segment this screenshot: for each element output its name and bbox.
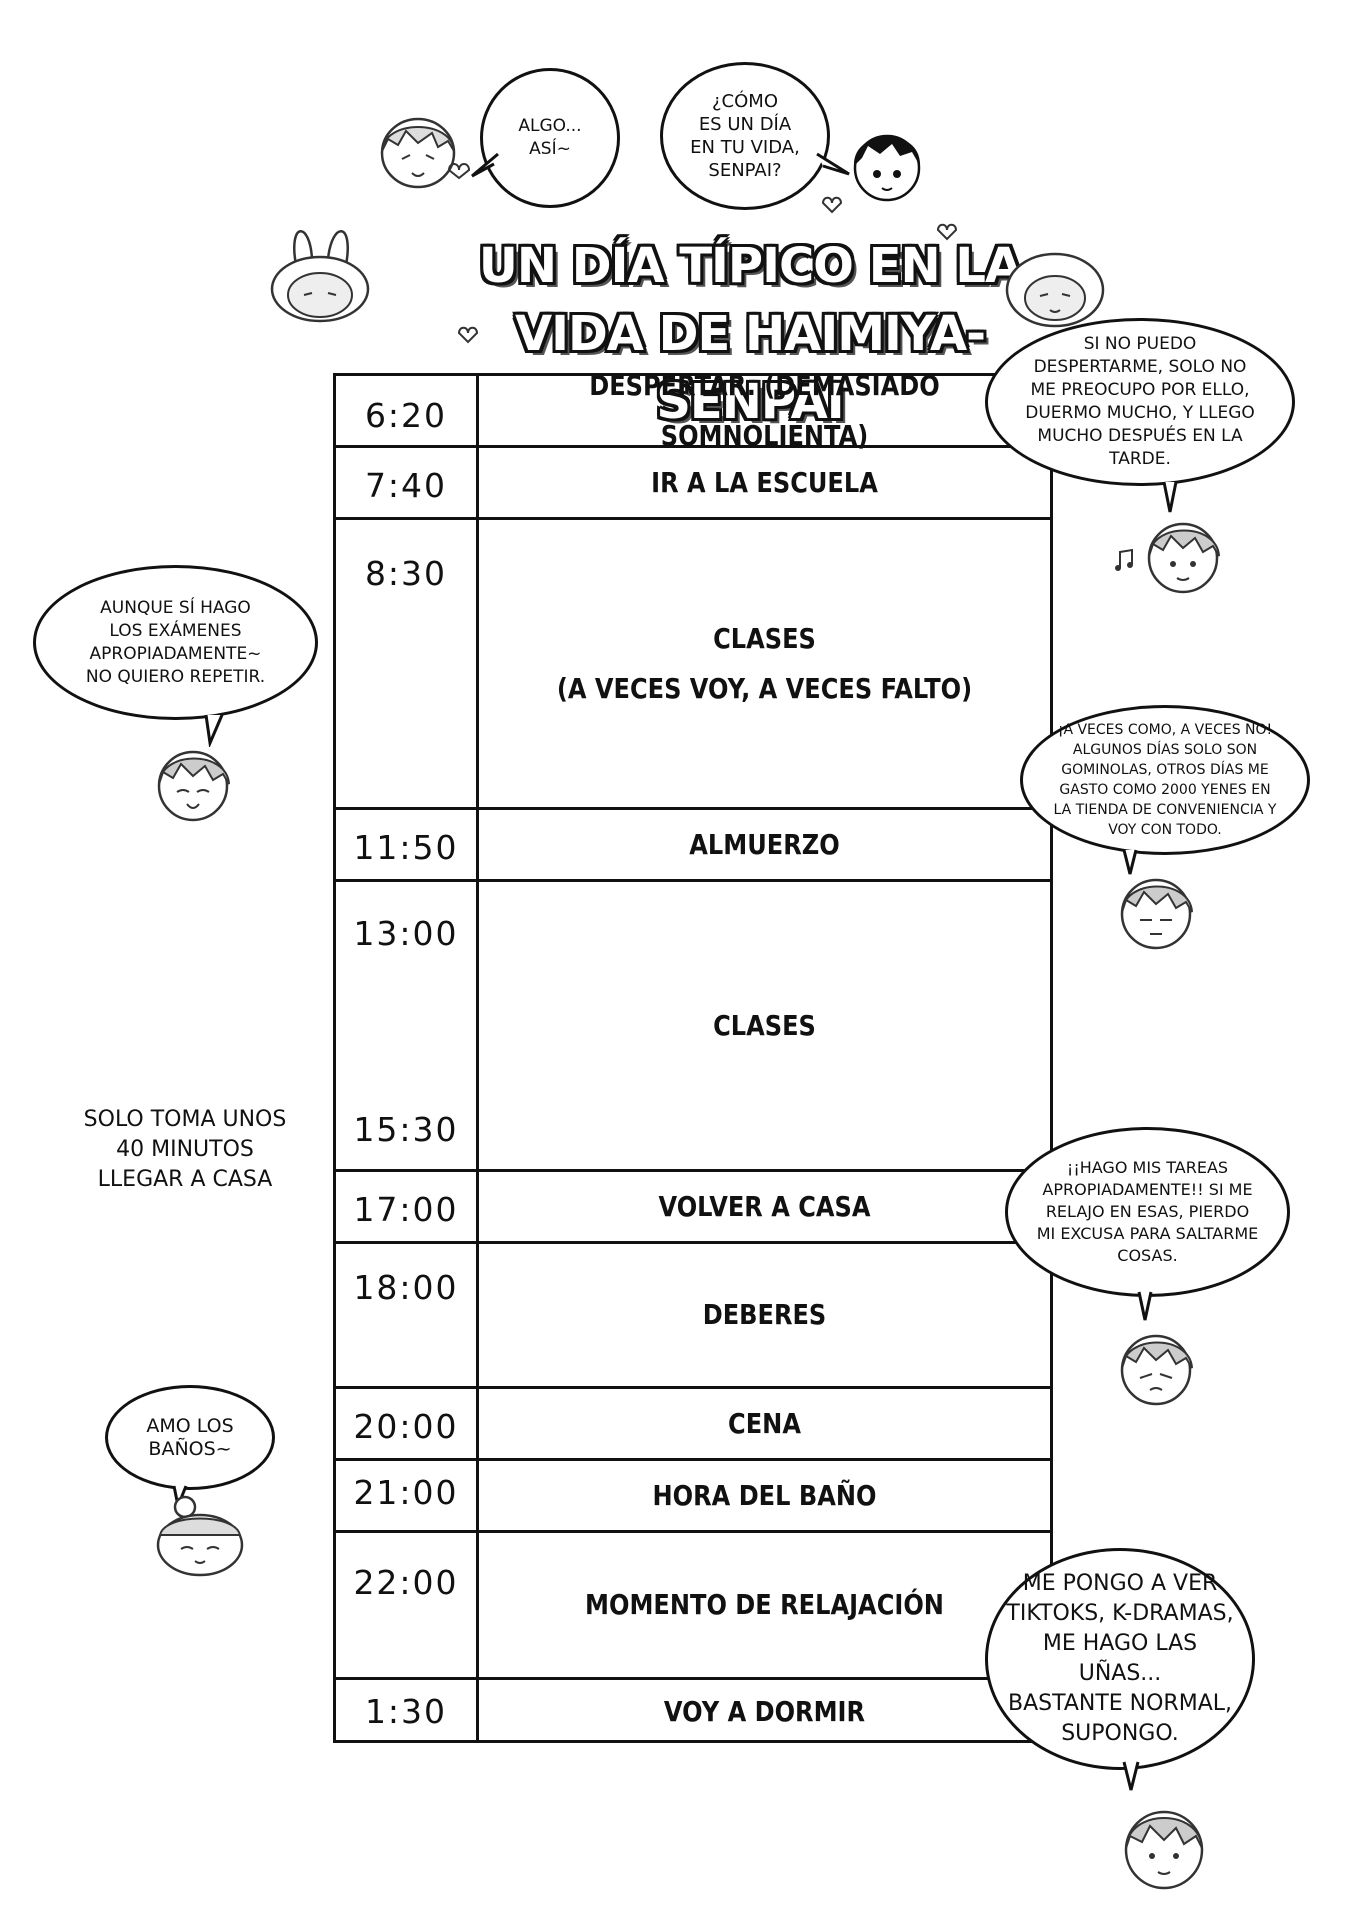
row-activity: HORA DEL BAÑO	[652, 1478, 877, 1512]
bath-towel-face-icon	[156, 1495, 244, 1577]
chibi-girl-face-icon	[380, 117, 456, 189]
chibi-girl-face-icon	[1120, 878, 1193, 950]
schedule-row: 6:20 DESPERTAR. (DEMASIADO SOMNOLIENTA)	[336, 368, 1050, 452]
row-time: 21:00	[353, 1473, 459, 1512]
bubble-tail	[1122, 849, 1138, 875]
chibi-boy-face-icon	[853, 134, 921, 202]
speech-bubble-tareas: ¡¡HAGO MIS TAREAS APROPIADAMENTE!! SI ME…	[1005, 1127, 1290, 1297]
page-title: UN DÍA TÍPICO EN LA VIDA DE HAIMIYA-SENP…	[470, 232, 1030, 436]
bubble-tail	[471, 152, 499, 178]
speech-bubble-relax: ME PONGO A VER TIKTOKS, K-DRAMAS, ME HAG…	[985, 1548, 1255, 1770]
schedule-row: 17:00 VOLVER A CASA	[336, 1172, 1050, 1244]
bubble-tail	[1162, 481, 1178, 513]
schedule-row: 21:00 HORA DEL BAÑO	[336, 1461, 1050, 1533]
schedule-row: 11:50 ALMUERZO	[336, 810, 1050, 882]
heart-icon	[447, 163, 471, 180]
row-activity: MOMENTO DE RELAJACIÓN	[585, 1588, 944, 1621]
row-activity: VOY A DORMIR	[663, 1694, 866, 1728]
music-note-icon	[1115, 548, 1133, 571]
row-activity: VOLVER A CASA	[658, 1189, 871, 1223]
schedule-row: 18:00 DEBERES	[336, 1244, 1050, 1389]
row-time: 20:00	[353, 1407, 459, 1446]
schedule-row: 7:40 IR A LA ESCUELA	[336, 448, 1050, 520]
row-time: 7:40	[364, 466, 448, 505]
schedule-row: 1:30 VOY A DORMIR	[336, 1680, 1050, 1746]
chibi-girl-face-icon	[1120, 1334, 1193, 1406]
row-time: 6:20	[364, 396, 448, 435]
bubble-tail	[204, 714, 224, 747]
schedule-row: 8:30 CLASES (A VECES VOY, A VECES FALTO)	[336, 520, 1050, 810]
speech-bubble-examenes: AUNQUE SÍ HAGO LOS EXÁMENES APROPIADAMEN…	[33, 565, 318, 720]
title-line-2: VIDA DE HAIMIYA-SENPAI	[514, 306, 986, 430]
speech-bubble-algo: ALGO... ASÍ~	[480, 68, 620, 208]
travel-note: SOLO TOMA UNOS 40 MINUTOS LLEGAR A CASA	[83, 1107, 287, 1192]
row-activity: CLASES	[713, 1008, 816, 1042]
row-time: 13:00	[353, 914, 459, 953]
chibi-girl-face-icon	[1124, 1810, 1204, 1890]
bubble-tail	[1122, 1761, 1140, 1791]
hooded-face-icon	[1005, 252, 1105, 328]
speech-bubble-banos: AMO LOS BAÑOS~	[105, 1385, 275, 1490]
heart-icon	[821, 196, 843, 214]
row-time: 22:00	[353, 1563, 459, 1602]
heart-icon	[457, 326, 479, 344]
bunny-hood-face-icon	[270, 230, 370, 323]
bubble-tail	[1137, 1291, 1153, 1321]
schedule-table: 6:20 DESPERTAR. (DEMASIADO SOMNOLIENTA) …	[333, 368, 1053, 1746]
bubble-tail	[816, 152, 850, 176]
row-activity: DESPERTAR. (DEMASIADO SOMNOLIENTA)	[589, 368, 940, 452]
row-activity: ALMUERZO	[689, 827, 840, 861]
row-activity: CLASES (A VECES VOY, A VECES FALTO)	[556, 621, 973, 705]
row-activity: DEBERES	[702, 1298, 827, 1331]
speech-bubble-como: ¿CÓMO ES UN DÍA EN TU VIDA, SENPAI?	[660, 62, 830, 210]
row-time: 17:00	[353, 1190, 459, 1229]
title-line-1: UN DÍA TÍPICO EN LA	[478, 238, 1022, 294]
column-divider	[476, 376, 479, 1740]
chibi-girl-face-icon	[1147, 522, 1220, 594]
speech-bubble-despertar: SI NO PUEDO DESPERTARME, SOLO NO ME PREO…	[985, 318, 1295, 486]
row-time: 11:50	[353, 828, 459, 867]
row-time: 1:30	[364, 1692, 448, 1731]
schedule-row: 22:00 MOMENTO DE RELAJACIÓN	[336, 1533, 1050, 1680]
schedule-row: 20:00 CENA	[336, 1389, 1050, 1461]
row-activity: IR A LA ESCUELA	[651, 465, 878, 499]
row-activity: CENA	[728, 1406, 801, 1440]
heart-icon	[936, 223, 958, 241]
row-time-end: 15:30	[353, 1110, 459, 1149]
row-time: 18:00	[353, 1268, 459, 1307]
schedule-row: 13:00 15:30 CLASES	[336, 882, 1050, 1172]
row-time: 8:30	[364, 554, 448, 593]
speech-bubble-comida: ¡A VECES COMO, A VECES NO! ALGUNOS DÍAS …	[1020, 705, 1310, 855]
chibi-girl-face-icon	[157, 750, 230, 822]
